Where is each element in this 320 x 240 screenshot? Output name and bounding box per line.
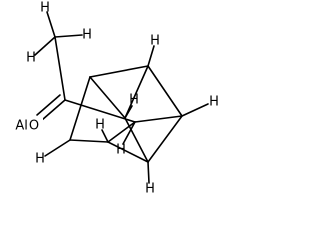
atom-label-h-methyl-left: H [26,51,36,66]
bond-cage-4 [89,76,126,119]
oxygen-label-bg [27,117,41,135]
bond-methyl-h-right [54,34,83,38]
atom-label-oxygen: O [29,119,39,134]
bond-cage-9 [134,115,183,123]
bond-h-right [181,103,209,117]
bond-h-center-c [122,121,136,145]
bond-cage-7 [107,141,149,163]
bond-methyl-h-left [34,36,56,56]
atom-label-h-center-a: H [95,118,105,133]
bond-cage-8 [147,115,183,163]
bond-cage-2 [147,65,183,117]
bond-h-apex [147,45,155,67]
atom-label-h-right: H [209,95,219,110]
atom-label-h-center-c: H [116,143,126,158]
bond-cage-5 [69,76,91,141]
bond-carbonyl-o-2 [36,94,61,116]
bond-cage-10 [124,117,149,163]
bond-h-center-a [101,129,109,143]
atom-label-h-apex: H [150,34,160,49]
atom-label-h-lower-left: H [35,152,45,167]
bond-h-bottom [147,161,150,184]
bond-h-center-b [124,105,133,119]
atom-label-h-center-b: H [129,93,139,108]
bond-carbonyl-o-1 [41,99,66,121]
atom-labels: Als O H H H H H H H H H H [13,1,219,197]
bond-cage-11 [107,121,136,143]
atom-label-h-methyl-right: H [82,28,92,43]
atom-label-h-methyl-top: H [40,1,50,16]
bond-methyl-h-top [46,11,56,38]
bond-h-lower-left [44,139,71,157]
bond-cage-3 [124,65,149,119]
bond-carbonyl-cage [64,99,136,123]
bond-cage-1 [89,65,149,78]
molecule-diagram: Als O H H H H H H H H H H [13,0,219,197]
bond-cage-6 [69,139,109,143]
bonds [34,11,209,184]
atom-label-h-bottom: H [145,182,155,197]
bond-methyl-carbonyl [54,36,66,101]
